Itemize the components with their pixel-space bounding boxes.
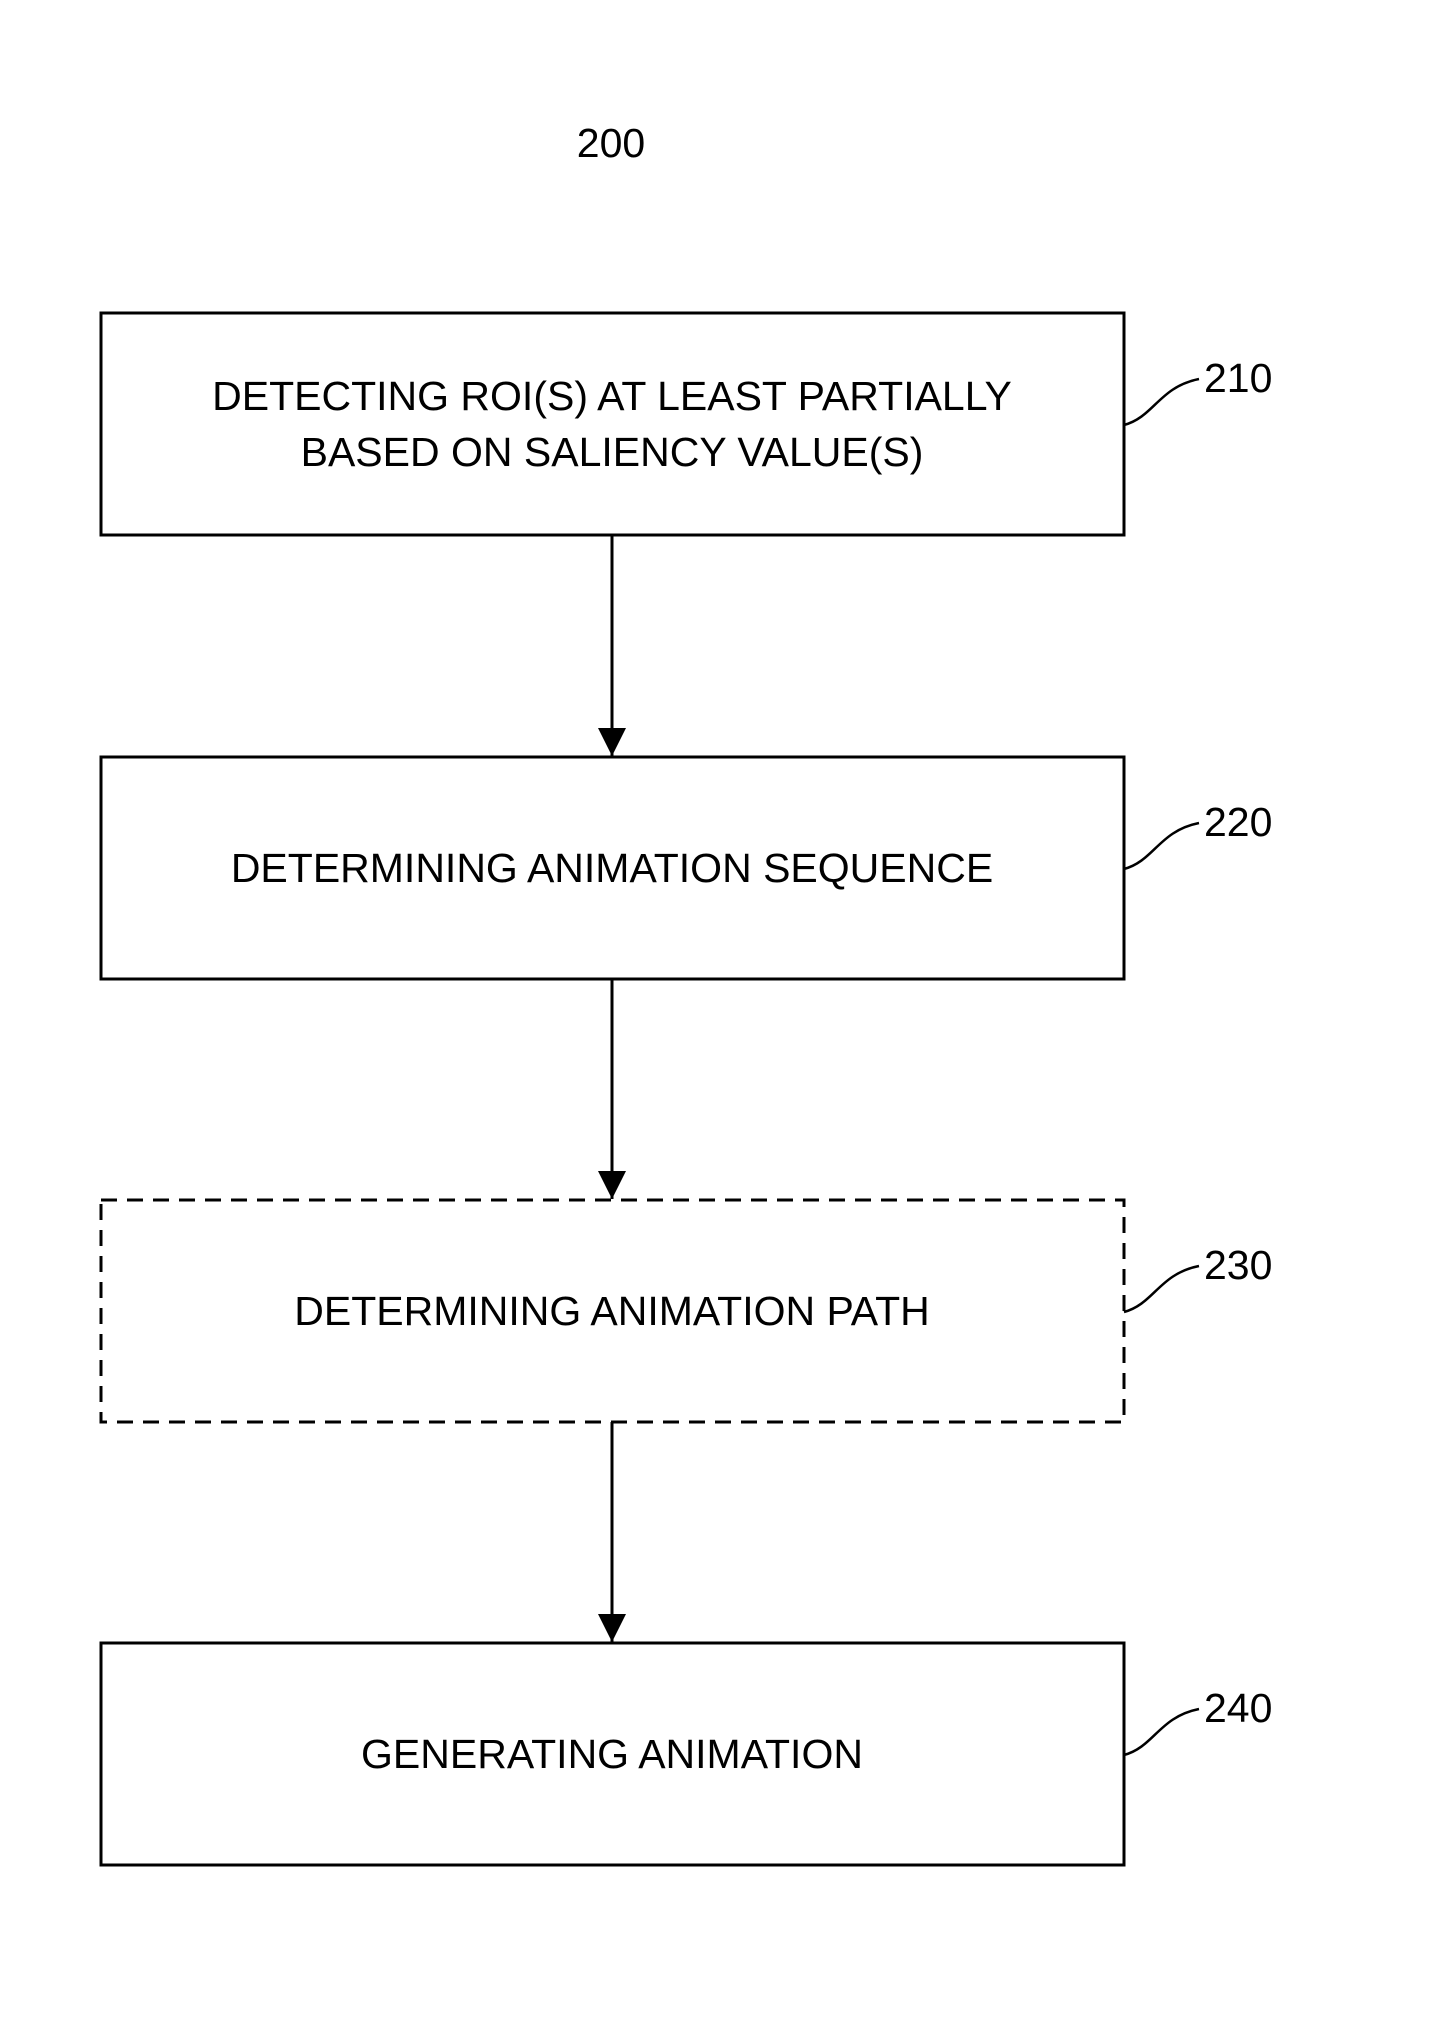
leader-line xyxy=(1124,823,1199,869)
step-210: DETECTING ROI(S) AT LEAST PARTIALLY BASED… xyxy=(101,313,1272,535)
step-box xyxy=(101,313,1124,535)
step-label: DETERMINING ANIMATION PATH xyxy=(294,1288,930,1334)
reference-numeral: 230 xyxy=(1204,1242,1272,1288)
step-label: GENERATING ANIMATION xyxy=(361,1731,863,1777)
leader-line xyxy=(1124,1709,1199,1755)
reference-numeral: 220 xyxy=(1204,799,1272,845)
step-label: BASED ON SALIENCY VALUE(S) xyxy=(301,429,924,475)
step-230: DETERMINING ANIMATION PATH 230 xyxy=(101,1200,1272,1422)
steps-layer: DETECTING ROI(S) AT LEAST PARTIALLY BASED… xyxy=(101,313,1272,1865)
reference-numeral: 210 xyxy=(1204,355,1272,401)
reference-numeral: 240 xyxy=(1204,1685,1272,1731)
step-label: DETERMINING ANIMATION SEQUENCE xyxy=(231,845,993,891)
figure-number: 200 xyxy=(577,120,645,166)
leader-line xyxy=(1124,379,1199,425)
step-label: DETECTING ROI(S) AT LEAST PARTIALLY xyxy=(212,373,1012,419)
step-220: DETERMINING ANIMATION SEQUENCE 220 xyxy=(101,757,1272,979)
step-240: GENERATING ANIMATION 240 xyxy=(101,1643,1272,1865)
leader-line xyxy=(1124,1266,1199,1312)
